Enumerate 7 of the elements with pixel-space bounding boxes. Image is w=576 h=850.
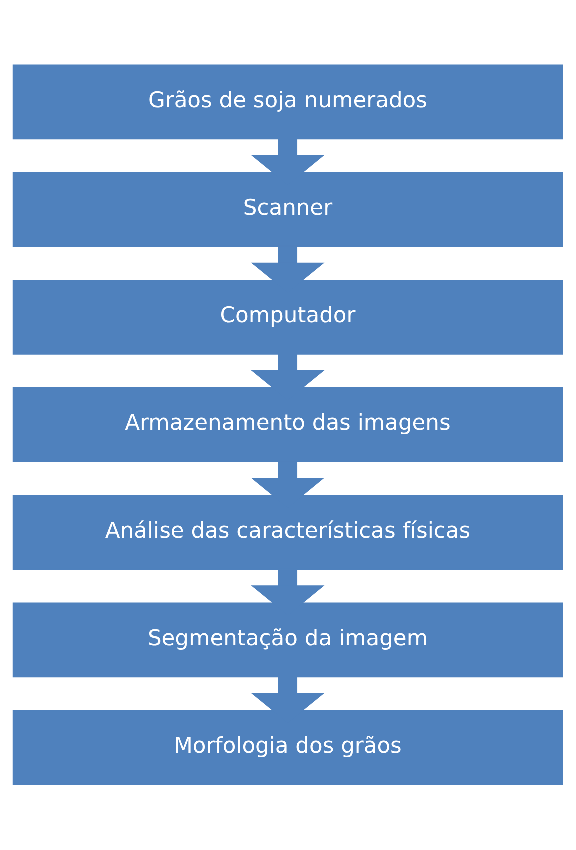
node-box: Análise das características físicas [12, 495, 564, 570]
node-box: Grãos de soja numerados [12, 64, 564, 140]
node-box: Armazenamento das imagens [12, 388, 564, 462]
node-box: Computador [12, 280, 564, 355]
node-box: Scanner [12, 172, 564, 248]
node-box: Morfologia dos grãos [12, 710, 564, 786]
node-box: Segmentação da imagem [12, 602, 564, 678]
